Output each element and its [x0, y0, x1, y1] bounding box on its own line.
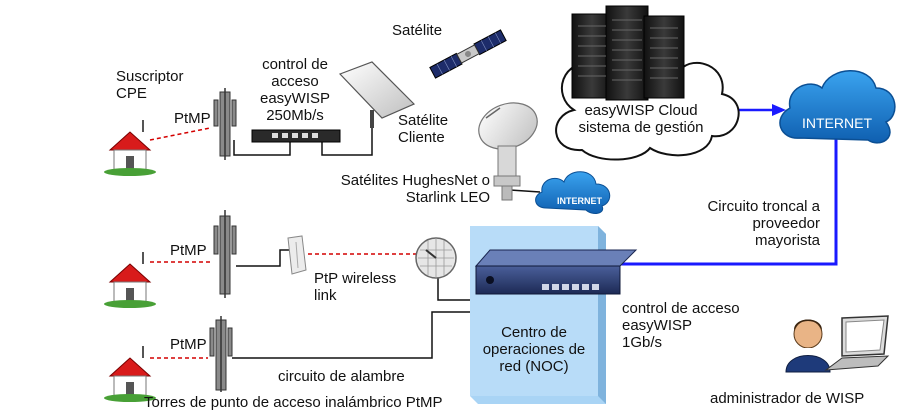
ptp-link-label: PtP wireless link [314, 270, 397, 304]
server-icon [571, 5, 685, 101]
wire-circuit-label: circuito de alambre [278, 368, 405, 385]
wire-tower1-to-switch [233, 140, 291, 156]
noc-router-icon [474, 249, 638, 295]
laptop-icon [824, 315, 890, 371]
ptp-radio-icon [287, 235, 307, 275]
sat-providers-label: Satélites HughesNet o Starlink LEO [340, 172, 490, 206]
internet-small-label: INTERNET [557, 196, 602, 206]
switch-250-icon [251, 129, 341, 143]
towers-caption: Torres de punto de acceso inalámbrico Pt… [144, 394, 443, 411]
cloud-arrow [772, 104, 786, 116]
control-250-label: control de acceso easyWISP 250Mb/s [259, 56, 331, 124]
trunk-circuit-label: Circuito troncal a proveedor mayorista [707, 198, 820, 249]
noc-label: Centro de operaciones de red (NOC) [482, 324, 586, 375]
client-satellite-dish-icon [478, 102, 538, 201]
wire-starlink-to-internet [509, 189, 541, 193]
internet-main-label: INTERNET [802, 115, 872, 131]
tower-icon-bottom [209, 316, 233, 392]
wireless-links [149, 127, 420, 359]
control-1g-label: control de acceso easyWISP 1Gb/s [622, 300, 740, 351]
internet-cloud-icon [779, 70, 896, 144]
trunk-line [606, 138, 838, 266]
satellite-icon [429, 29, 507, 79]
internet-small-cloud-icon [535, 171, 611, 214]
house-icon-mid [104, 252, 156, 308]
cloud-service-label: easyWISP Cloud sistema de gestión [578, 102, 704, 136]
satellite-label: Satélite [392, 22, 443, 39]
tower-icon-mid [213, 210, 237, 298]
subscriber-cpe-label: Suscriptor CPE [116, 68, 184, 102]
ptmp-mid-label: PtMP [170, 242, 207, 259]
house-icon-bottom [104, 346, 156, 402]
wire-switch-to-dish [321, 110, 373, 156]
starlink-dish-icon [338, 61, 416, 128]
wisp-admin-label: administrador de WISP [710, 390, 865, 407]
grid-dish-icon [415, 237, 457, 279]
admin-person-icon [785, 319, 831, 373]
wire-tower2-to-ptp [236, 249, 292, 267]
ptmp-bottom-label: PtMP [170, 336, 207, 353]
wireless-ptmp-top [149, 127, 211, 141]
tower-icon-top [213, 88, 237, 160]
ptmp-top-label: PtMP [174, 110, 211, 127]
house-icon-top [104, 120, 156, 176]
client-satellite-label: Satélite Cliente [398, 112, 449, 146]
